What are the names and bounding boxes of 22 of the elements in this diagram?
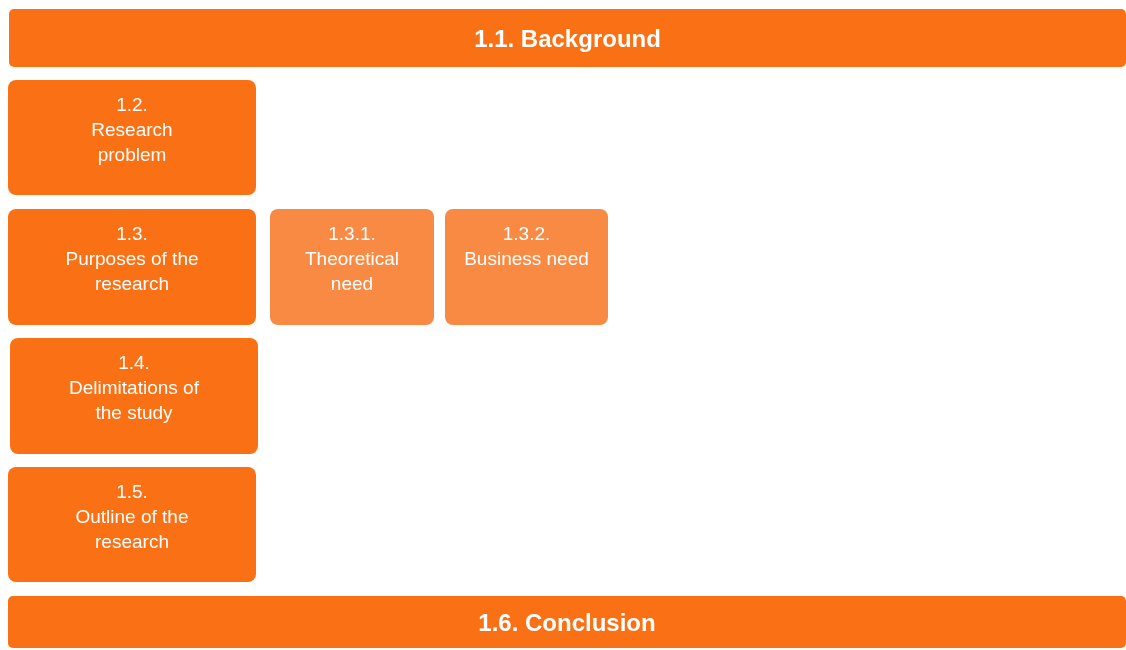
section-number: 1.3. xyxy=(116,222,148,246)
section-title: Outline of the research xyxy=(74,505,190,554)
section-bar xyxy=(8,596,1126,648)
section-title: Theoretical need xyxy=(304,247,400,296)
section-title: 1.1. Background xyxy=(474,25,661,51)
subsection-box xyxy=(270,209,434,325)
section-number: 1.5. xyxy=(116,480,148,504)
section-number: 1.3.2. xyxy=(502,222,551,246)
subsection-box xyxy=(445,209,608,325)
section-box xyxy=(8,80,256,195)
section-title: 1.6. Conclusion xyxy=(478,609,656,635)
section-number: 1.4. xyxy=(118,351,150,375)
section-number: 1.2. xyxy=(116,93,148,117)
section-title: Business need xyxy=(463,247,590,271)
section-number: 1.3.1. xyxy=(328,222,376,246)
section-box xyxy=(10,338,258,454)
section-box xyxy=(8,467,256,582)
section-title: Research problem xyxy=(90,118,174,167)
section-title: Purposes of the research xyxy=(64,247,200,296)
section-bar xyxy=(9,9,1126,67)
section-box xyxy=(8,209,256,325)
section-title: Delimitations of the study xyxy=(68,376,200,425)
